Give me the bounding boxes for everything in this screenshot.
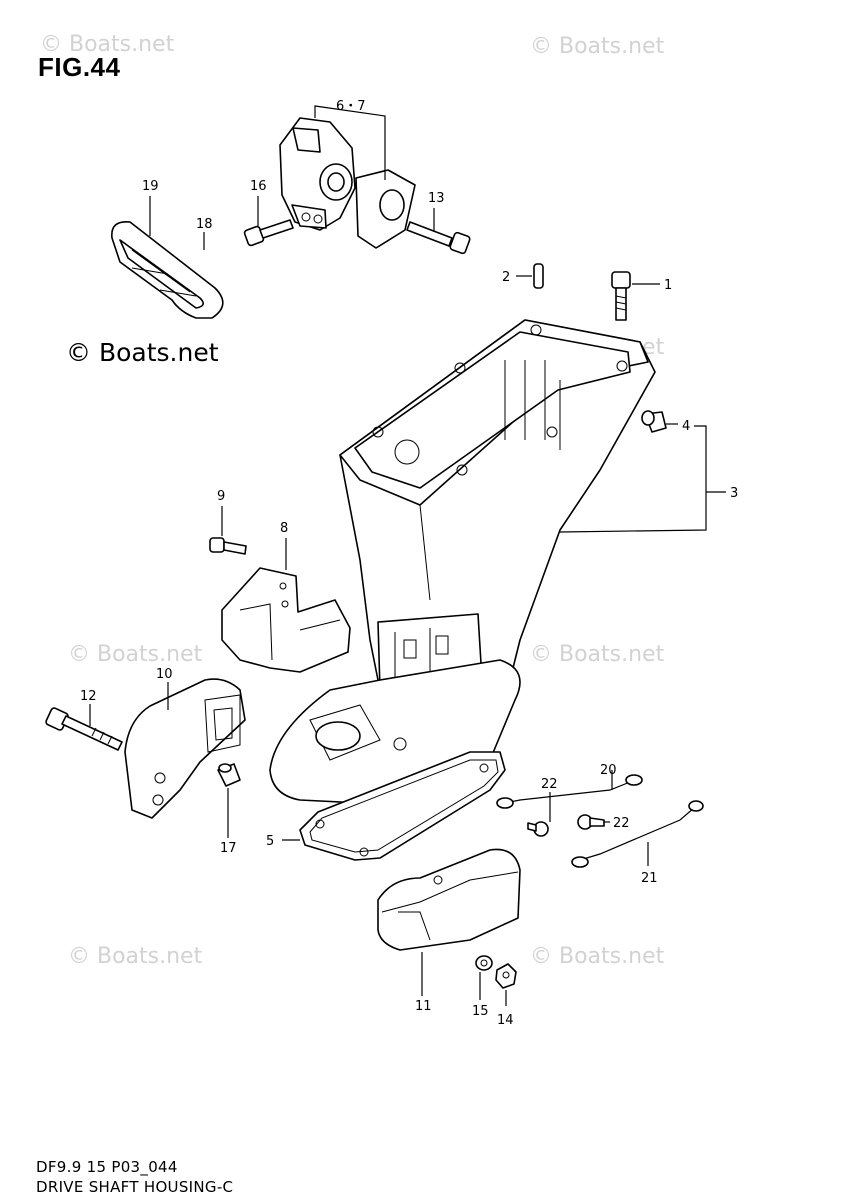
leader-3 [559,425,726,533]
callout-5: 5 [266,834,274,849]
callout-6-7: 6・7 [336,99,366,114]
callout-16: 16 [250,179,267,194]
callout-9: 9 [217,489,225,504]
callout-20: 20 [600,763,617,778]
figure-title: FIG.44 [38,52,121,82]
cover-11 [377,848,521,951]
diagram-caption: DRIVE SHAFT HOUSING-C [36,1178,234,1196]
bolt-16 [243,219,294,247]
callout-21: 21 [641,871,658,886]
callout-4: 4 [682,419,690,434]
collar-17 [217,763,241,787]
callout-1: 1 [664,278,672,293]
callout-19: 19 [142,179,159,194]
upper-mount-bracket [279,117,416,249]
callout-22b: 22 [613,816,630,831]
bolt-12 [45,707,123,751]
lower-bracket-10 [124,678,246,819]
callout-3: 3 [730,486,738,501]
callout-17: 17 [220,841,237,856]
watermark: © Boats.net [530,944,665,969]
callout-15: 15 [472,1004,489,1019]
callout-8: 8 [280,521,288,536]
grommet-pads [111,221,224,319]
callout-13: 13 [428,191,445,206]
ground-wire-20 [496,770,643,809]
callout-18: 18 [196,217,213,232]
model-code: DF9.9 15 P03_044 [36,1158,178,1176]
watermark: © Boats.net [68,642,203,667]
callout-11: 11 [415,999,432,1014]
callout-2: 2 [502,270,510,285]
watermark: © Boats.net [40,32,175,57]
screw-22b [577,814,605,830]
bracket-8 [221,567,351,673]
leader-6-7 [314,105,386,180]
callout-14: 14 [497,1013,514,1028]
watermark: © Boats.net [530,34,665,59]
plug-4 [641,410,667,433]
ground-wire-21 [571,800,704,868]
dowel-pin-2 [533,263,544,289]
washer-15 [475,955,493,971]
drive-shaft-housing [269,319,656,806]
watermark-prominent: © Boats.net [66,338,219,367]
bolt-13 [406,221,471,255]
nut-14 [495,963,517,989]
screw-22a [527,821,549,837]
gasket-5 [299,751,506,861]
callout-22a: 22 [541,777,558,792]
bolt-9 [209,537,247,555]
bolt-1 [611,271,631,321]
callout-12: 12 [80,689,97,704]
callout-10: 10 [156,667,173,682]
watermark: © Boats.net [530,642,665,667]
watermark: © Boats.net [68,944,203,969]
